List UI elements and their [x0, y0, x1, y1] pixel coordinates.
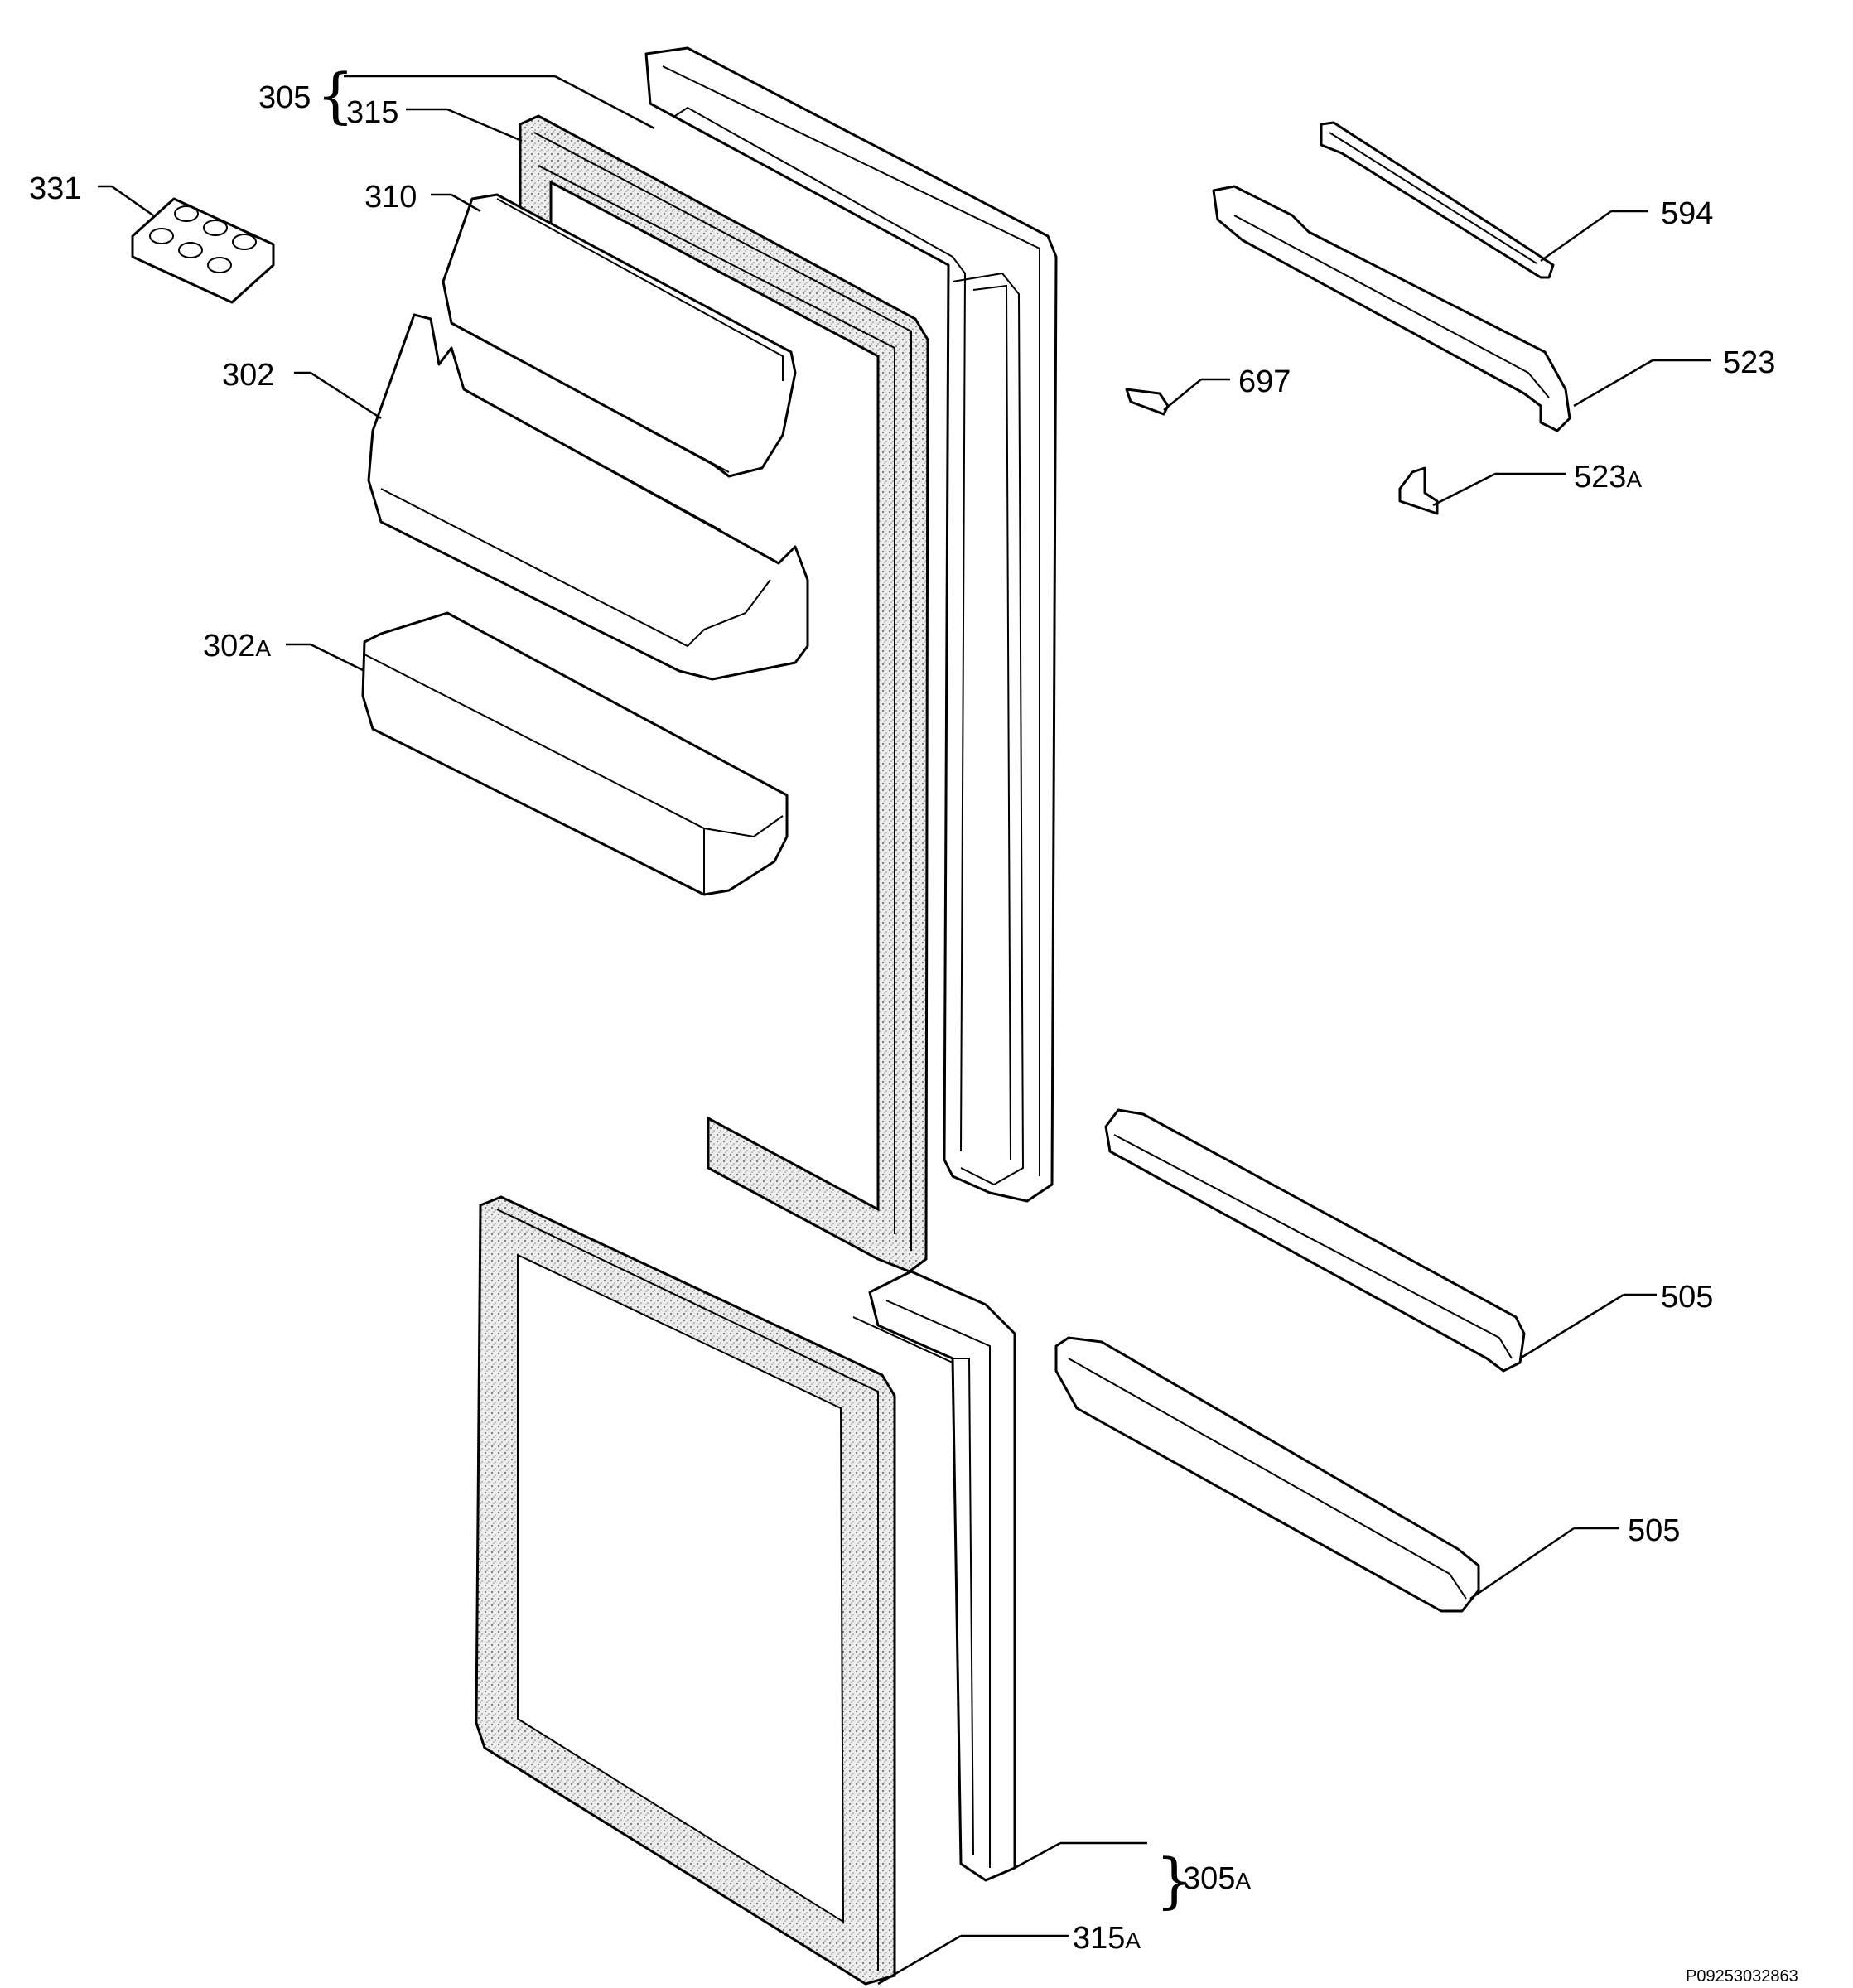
- handle-cover-594: [1320, 121, 1555, 279]
- label-523a: 523A: [1574, 460, 1642, 495]
- handle-523: [1212, 185, 1571, 432]
- label-315: 315: [346, 95, 398, 130]
- clip-523a: [1398, 466, 1439, 515]
- dairy-compartment-cover: [442, 193, 797, 478]
- drawing-code: P09253032863: [1686, 1967, 1798, 1986]
- label-310: 310: [364, 180, 417, 215]
- brace-305: {: [316, 60, 355, 130]
- label-523: 523: [1723, 345, 1775, 380]
- leader-lines: [98, 75, 1711, 1986]
- label-302: 302: [222, 358, 274, 393]
- label-331: 331: [29, 171, 81, 206]
- upper-door-gasket: [519, 114, 929, 1273]
- clip-697: [1125, 388, 1170, 416]
- label-305a: 305A: [1183, 1861, 1251, 1896]
- label-505-lower: 505: [1628, 1513, 1680, 1548]
- door-handle-505-upper: [1104, 1108, 1526, 1373]
- upper-door-outer: [644, 46, 1058, 1203]
- label-302a: 302A: [203, 629, 271, 663]
- label-697: 697: [1238, 364, 1291, 399]
- lower-door-outer: [852, 1270, 1016, 1882]
- door-shelf-large: [367, 313, 809, 681]
- brace-305a: }: [1156, 1846, 1194, 1915]
- door-shelf-small: [361, 611, 789, 896]
- label-305: 305: [258, 80, 311, 115]
- lower-door-gasket: [475, 1195, 896, 1986]
- label-594: 594: [1661, 196, 1713, 231]
- label-505-upper: 505: [1661, 1280, 1713, 1315]
- door-handle-505-lower: [1054, 1336, 1480, 1613]
- label-315a: 315A: [1073, 1921, 1141, 1956]
- egg-tray: [131, 197, 275, 304]
